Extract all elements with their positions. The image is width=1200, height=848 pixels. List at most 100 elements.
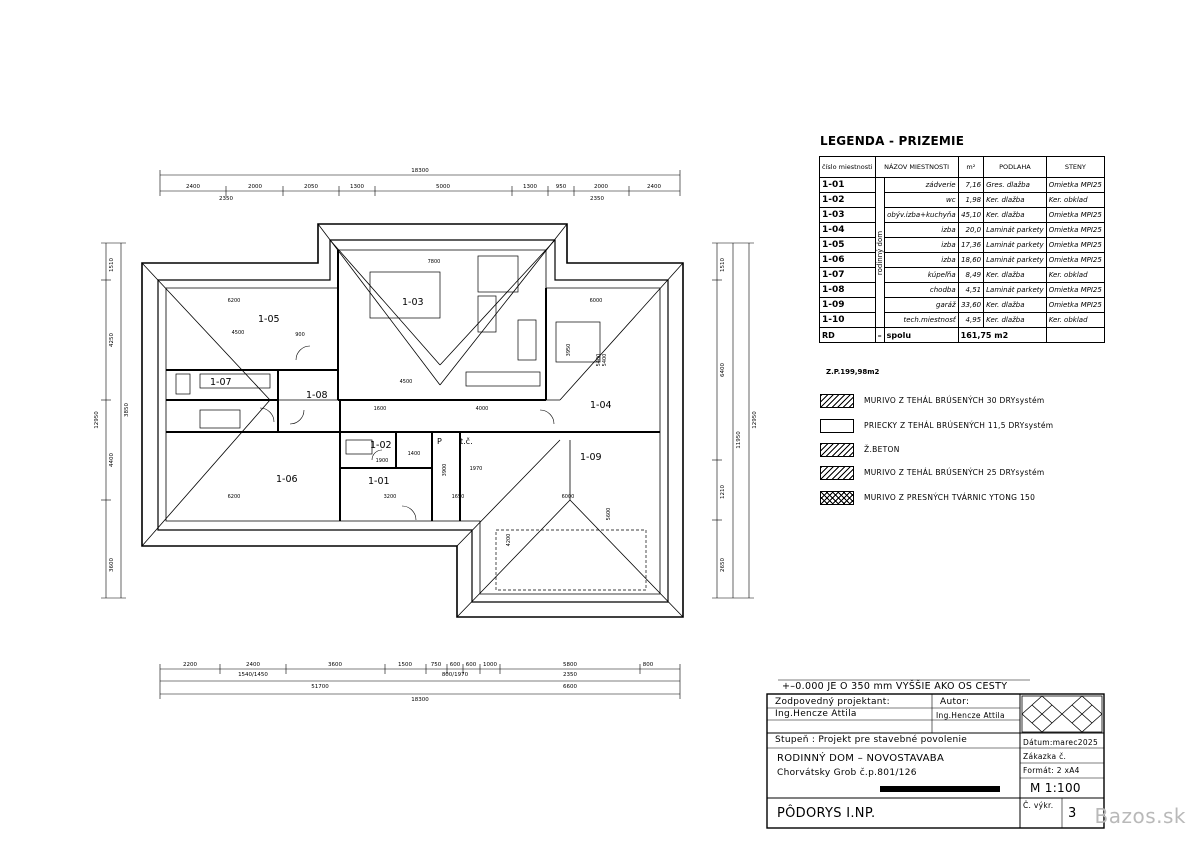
room-floor: Laminát parkety [983, 252, 1047, 268]
total-value: 161,75 m2 [957, 327, 1047, 343]
dim-bottom: 5800 [563, 662, 577, 668]
room-label-1-08: 1-08 [306, 390, 328, 401]
room-label-tc: t.č. [460, 436, 473, 446]
room-label-1-06: 1-06 [276, 474, 298, 485]
material-label: MURIVO Z TEHÁL BRÚSENÝCH 30 DRYsystém [864, 396, 1045, 405]
legend-row: 1-06 izba 18,60 Laminát parkety Omietka … [819, 252, 1106, 268]
legend-group-cell: rodinný dom [874, 177, 885, 328]
room-label-1-02: 1-02 [370, 440, 392, 451]
dim-bottom-mid: 6600 [563, 684, 577, 690]
legend-header-floor: PODLAHA [983, 156, 1047, 178]
room-area: 8,49 [957, 267, 985, 283]
dim-bottom-mid: 51700 [311, 684, 329, 690]
dim-bottom-sub: 1540/1450 [238, 672, 268, 678]
dim-bottom-sub: 800/1970 [442, 672, 469, 678]
dim-right-total: 12950 [752, 411, 758, 429]
material-label: MURIVO Z PRESNÝCH TVÁRNIC YTONG 150 [864, 493, 1036, 502]
room-label-1-01: 1-01 [368, 476, 390, 487]
material-legend-item: PRIECKY Z TEHÁL BRÚSENÝCH 11,5 DRYsystém [820, 419, 1120, 435]
legend-row: 1-02 wc 1,98 Ker. dlažba Ker. obklad [819, 192, 1106, 208]
material-swatch-cross [820, 491, 854, 505]
dim-bottom: 600 [450, 662, 461, 668]
built-area-note: Z.P.199,98m2 [826, 368, 880, 376]
room-name: zádverie [883, 177, 959, 193]
door-swings [259, 345, 555, 521]
dim-inner: 6000 [562, 494, 575, 500]
dim-top-sub: 2350 [590, 196, 604, 202]
legend-header-row: číslo miestnosti NÁZOV MIESTNOSTI m² POD… [819, 156, 1106, 178]
title-block-logo [1021, 695, 1103, 733]
room-name: wc [883, 192, 959, 208]
date: Dátum:marec2025 [1023, 738, 1099, 747]
room-code: 1-04 [819, 222, 876, 238]
responsible-label: Zodpovedný projektant: [775, 697, 890, 707]
material-legend-item: MURIVO Z PRESNÝCH TVÁRNIC YTONG 150 [820, 491, 1120, 507]
dim-inner: 900 [295, 332, 305, 338]
legend-row: 1-04 izba 20,0 Laminát parkety Omietka M… [819, 222, 1106, 238]
room-walls: Omietka MPI25 [1045, 222, 1106, 238]
room-walls: Omietka MPI25 [1045, 297, 1106, 313]
dim-inner: 1970 [470, 466, 483, 472]
total-label: spolu [883, 327, 959, 343]
room-code: 1-08 [819, 282, 876, 298]
room-area: 4,95 [957, 312, 985, 328]
dim-right-mid: 11950 [736, 431, 742, 449]
dim-bottom: 3600 [328, 662, 342, 668]
dim-left: 3600 [109, 558, 115, 572]
dim-left-mid: 3850 [124, 403, 130, 417]
total-code: RD [819, 327, 876, 343]
dim-inner: 5600 [606, 508, 612, 521]
dim-inner: 5400 [602, 354, 608, 367]
dim-left: 4250 [109, 333, 115, 347]
redacted-address-bar [880, 786, 1000, 792]
paper-format: Formát: 2 xA4 [1023, 766, 1080, 775]
room-floor: Laminát parkety [983, 222, 1047, 238]
sheet-label: Č. výkr. [1023, 801, 1054, 810]
dim-right: 2650 [720, 558, 726, 572]
material-swatch-hatch [820, 466, 854, 480]
room-name: tech.miestnosť [883, 312, 959, 328]
room-floor: Ker. dlažba [983, 267, 1047, 283]
total-dash: – [874, 327, 885, 343]
legend-table: číslo miestnosti NÁZOV MIESTNOSTI m² POD… [819, 156, 1106, 343]
roof-hips [141, 223, 684, 618]
dim-top: 950 [556, 184, 567, 190]
legend-group-label: rodinný dom [875, 230, 884, 275]
project-stage: Stupeň : Projekt pre stavebné povolenie [775, 735, 968, 745]
dim-top: 2000 [594, 184, 608, 190]
room-floor: Laminát parkety [983, 282, 1047, 298]
dim-bottom: 800 [643, 662, 654, 668]
dim-top: 1300 [350, 184, 364, 190]
dim-bottom: 600 [466, 662, 477, 668]
material-label: PRIECKY Z TEHÁL BRÚSENÝCH 11,5 DRYsystém [864, 421, 1054, 430]
order-number: Zákazka č. [1023, 752, 1067, 761]
dim-top: 2050 [304, 184, 318, 190]
legend-title: LEGENDA - PRIZEMIE [820, 134, 965, 148]
material-legend-item: Ž.BETON [820, 443, 1120, 459]
furniture [175, 255, 647, 591]
room-area: 1,98 [957, 192, 985, 208]
dim-inner: 4200 [506, 534, 512, 547]
room-name: izba [883, 252, 959, 268]
legend-total-row: RD – spolu 161,75 m2 [819, 327, 1106, 343]
room-walls: Ker. obklad [1045, 312, 1106, 328]
room-name: obýv.izba+kuchyňa [883, 207, 959, 223]
material-swatch-hatch [820, 443, 854, 457]
watermark-text: Bazos.sk [1094, 804, 1186, 828]
dim-right: 6400 [720, 363, 726, 377]
room-area: 20,0 [957, 222, 985, 238]
material-legend-item: MURIVO Z TEHÁL BRÚSENÝCH 30 DRYsystém [820, 394, 1120, 410]
material-swatch-hatch [820, 394, 854, 408]
dim-left: 1510 [109, 258, 115, 272]
room-label-p: P [437, 437, 442, 446]
dim-inner: 3900 [442, 464, 448, 477]
drawing-scale: M 1:100 [1030, 781, 1081, 795]
elevation-note: +–0.000 JE O 350 mm VYŠŠIE AKO OS CESTY [782, 681, 1008, 692]
dim-top: 2000 [248, 184, 262, 190]
room-walls: Ker. obklad [1045, 192, 1106, 208]
room-walls: Omietka MPI25 [1045, 252, 1106, 268]
room-code: 1-10 [819, 312, 876, 328]
room-area: 18,60 [957, 252, 985, 268]
dim-top: 2400 [186, 184, 200, 190]
room-floor: Gres. dlažba [983, 177, 1047, 193]
